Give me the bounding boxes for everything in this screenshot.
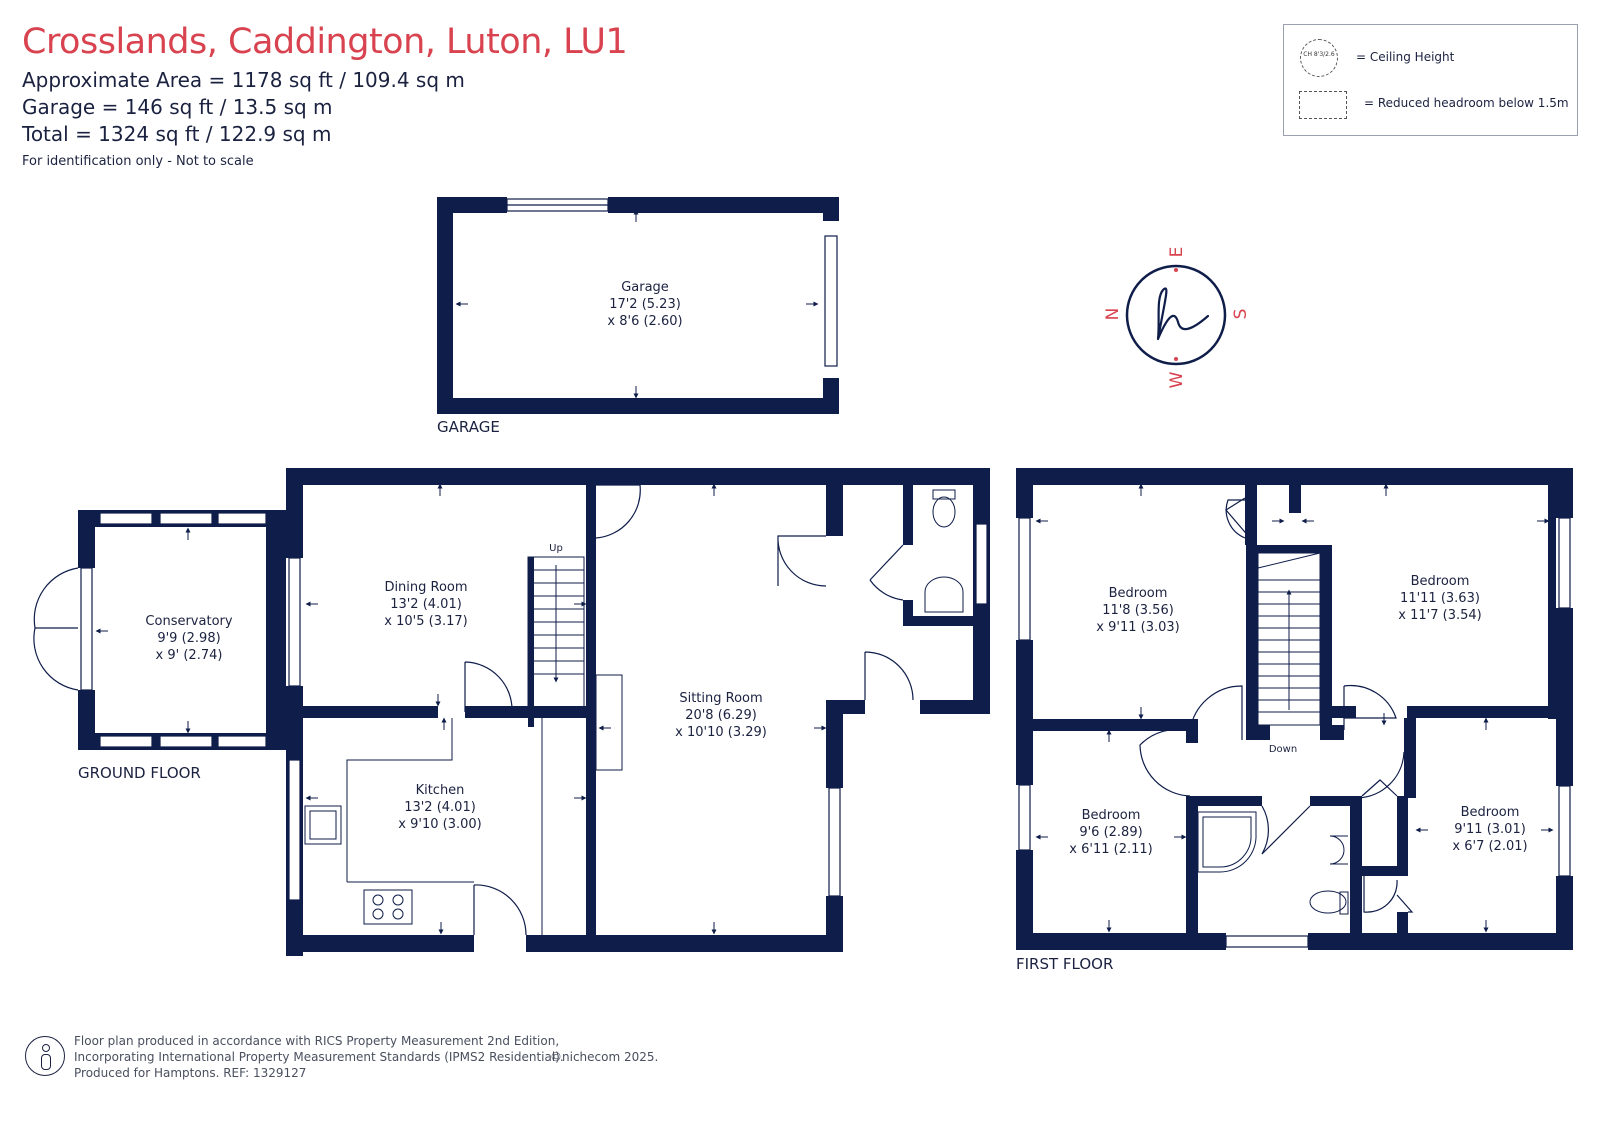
room-dim-bedroom-4b: x 6'7 (2.01) (1452, 839, 1527, 854)
room-dim-bedroom-4a: 9'11 (3.01) (1454, 822, 1526, 837)
first-floor-room-labels: Bedroom 11'8 (3.56) x 9'11 (3.03) Bedroo… (1069, 574, 1527, 857)
room-name-bedroom-3: Bedroom (1082, 808, 1141, 823)
total-area: Total = 1324 sq ft / 122.9 sq m (22, 122, 332, 146)
footer-line-1: Floor plan produced in accordance with R… (74, 1034, 560, 1048)
room-dim-garage-2: x 8'6 (2.60) (607, 314, 682, 329)
compass-ring (1125, 264, 1227, 366)
ground-floor-dimension-arrows (95, 483, 827, 935)
room-dim-bedroom-2a: 11'11 (3.63) (1400, 591, 1480, 606)
compass-e: E (1167, 247, 1187, 258)
floor-label-garage: GARAGE (437, 418, 500, 436)
room-name-garage: Garage (621, 280, 669, 295)
garage-area: Garage = 146 sq ft / 13.5 sq m (22, 95, 333, 119)
room-name-conservatory: Conservatory (145, 614, 232, 629)
first-floor-windows (1018, 517, 1571, 948)
room-dim-conservatory-1: 9'9 (2.98) (157, 631, 220, 646)
ground-floor-window-sills (152, 510, 303, 760)
first-floor-dimension-arrows (1035, 483, 1554, 933)
stairs-up-label: Up (549, 543, 563, 554)
ground-floor-stairs (527, 556, 623, 935)
compass-w: W (1167, 371, 1187, 388)
room-name-dining: Dining Room (384, 580, 467, 595)
room-dim-garage-1: 17'2 (5.23) (609, 297, 681, 312)
room-dim-sitting-2: x 10'10 (3.29) (675, 725, 767, 740)
room-name-bedroom-2: Bedroom (1411, 574, 1470, 589)
approximate-area: Approximate Area = 1178 sq ft / 109.4 sq… (22, 68, 465, 92)
room-dim-dining-1: 13'2 (4.01) (390, 597, 462, 612)
compass: N E S W (1103, 247, 1251, 389)
reduced-headroom-icon (1299, 91, 1347, 119)
ground-floor-walls (78, 468, 990, 956)
legend-reduced-headroom: = Reduced headroom below 1.5m (1364, 96, 1569, 110)
room-dim-kitchen-1: 13'2 (4.01) (404, 800, 476, 815)
first-floor-walls (1016, 468, 1573, 950)
room-dim-sitting-1: 20'8 (6.29) (685, 708, 757, 723)
room-name-sitting: Sitting Room (679, 691, 762, 706)
room-dim-dining-2: x 10'5 (3.17) (384, 614, 467, 629)
room-dim-bedroom-1a: 11'8 (3.56) (1102, 603, 1174, 618)
legend-box: CH 8'3/2.6 = Ceiling Height = Reduced he… (1283, 24, 1578, 136)
room-dim-bedroom-2b: x 11'7 (3.54) (1398, 608, 1481, 623)
ground-floor-doors (33, 484, 914, 936)
first-floor-fixtures (1197, 811, 1349, 915)
legend-ceiling-height: = Ceiling Height (1356, 50, 1455, 64)
footer-line-3: Produced for Hamptons. REF: 1329127 (74, 1066, 307, 1080)
ground-floor-fixtures (304, 489, 964, 925)
room-dim-bedroom-3a: 9'6 (2.89) (1079, 825, 1142, 840)
garage-dimension-arrows (455, 209, 819, 399)
compass-s: S (1231, 309, 1251, 320)
footer-line-2: Incorporating International Property Mea… (74, 1050, 564, 1064)
first-floor-stairs (1257, 552, 1321, 726)
floor-label-first: FIRST FLOOR (1016, 955, 1113, 973)
garage-plan (437, 197, 839, 414)
logo-icon (1156, 287, 1210, 341)
scale-note: For identification only - Not to scale (22, 154, 254, 169)
ground-floor-room-labels: Conservatory 9'9 (2.98) x 9' (2.74) Dini… (145, 580, 766, 832)
compass-n: N (1103, 308, 1123, 321)
room-dim-kitchen-2: x 9'10 (3.00) (398, 817, 481, 832)
room-name-bedroom-1: Bedroom (1109, 586, 1168, 601)
first-floor-doors (1139, 497, 1414, 913)
garage-label: Garage 17'2 (5.23) x 8'6 (2.60) (607, 280, 682, 329)
room-dim-bedroom-1b: x 9'11 (3.03) (1096, 620, 1179, 635)
stairs-down-label: Down (1269, 744, 1297, 755)
room-name-kitchen: Kitchen (416, 783, 465, 798)
page-title: Crosslands, Caddington, Luton, LU1 (22, 22, 628, 62)
footer-brand: ©nichecom 2025. (550, 1050, 659, 1064)
room-dim-bedroom-3b: x 6'11 (2.11) (1069, 842, 1152, 857)
accessibility-person-icon (25, 1036, 65, 1076)
room-name-bedroom-4: Bedroom (1461, 805, 1520, 820)
floor-label-ground: GROUND FLOOR (78, 764, 201, 782)
garage-windows (506, 198, 838, 367)
ceiling-height-icon: CH 8'3/2.6 (1300, 39, 1338, 77)
room-dim-conservatory-2: x 9' (2.74) (156, 648, 223, 663)
